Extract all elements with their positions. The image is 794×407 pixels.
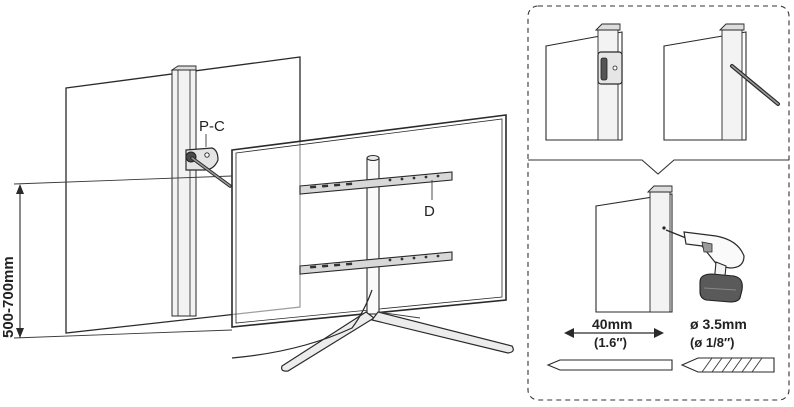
detail-screw-view [663, 23, 780, 141]
bracket-icon [597, 51, 623, 85]
mounting-rail-top [299, 171, 453, 195]
height-range-label: 500-700mm [0, 256, 17, 338]
diameter-metric-label: ø 3.5mm [690, 316, 747, 332]
detail-bracket-view [545, 23, 623, 141]
depth-metric-label: 40mm [592, 316, 632, 332]
stand-column [366, 155, 380, 315]
depth-measure: 40mm (1.6″) [546, 316, 673, 371]
depth-imperial-label: (1.6″) [594, 335, 627, 350]
diameter-imperial-label: (ø 1/8″) [690, 335, 735, 350]
detail-drill-view [595, 185, 673, 313]
drill-depth-indicator [546, 359, 673, 371]
power-cable [231, 289, 373, 359]
drill-icon [665, 229, 745, 303]
screw-icon [730, 64, 780, 106]
height-dimension: 500-700mm [0, 175, 233, 339]
bracket-icon: P-C [185, 118, 232, 188]
bracket-label: P-C [199, 118, 225, 135]
detail-panel [527, 5, 790, 401]
diameter-measure: ø 3.5mm (ø 1/8″) [680, 316, 775, 373]
drill-bit-icon [680, 357, 775, 373]
rail-label: D [424, 203, 435, 220]
stand-base [281, 311, 514, 372]
screw-icon [190, 156, 232, 188]
wall-stud [170, 65, 197, 317]
mounting-rail-bottom [299, 251, 453, 275]
